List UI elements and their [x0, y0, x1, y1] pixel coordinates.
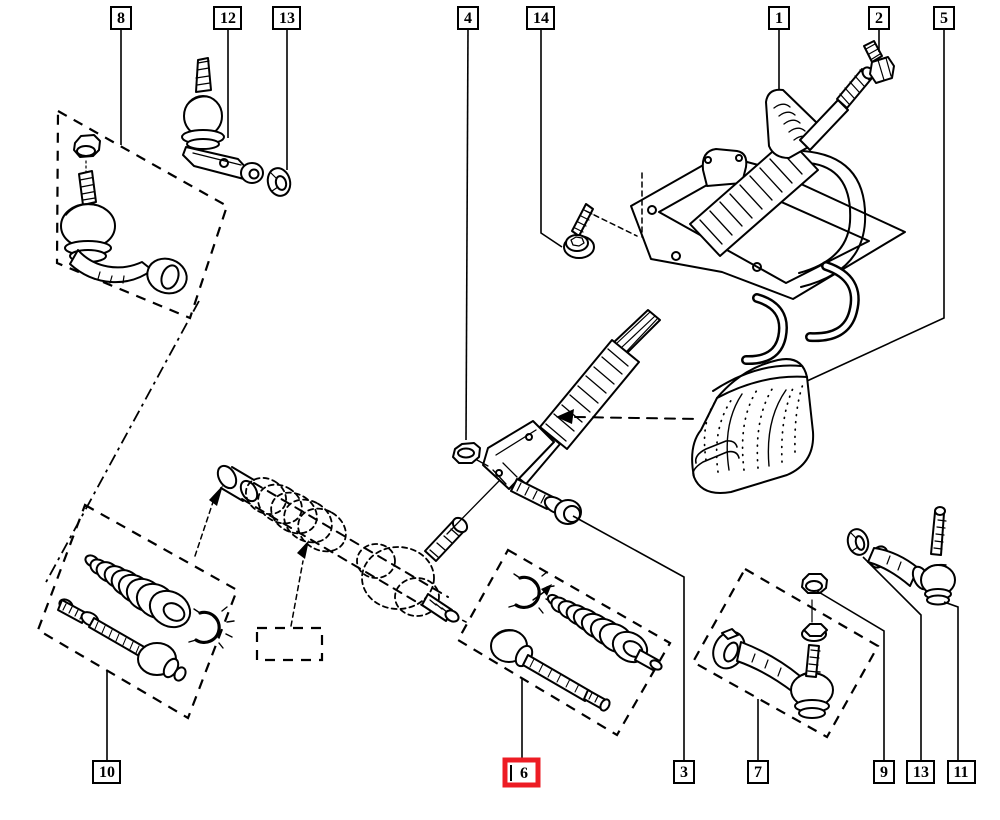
callout-4-label[interactable]: 4 [464, 10, 472, 27]
callout-2[interactable]: 2 [868, 6, 890, 30]
assembly-arrows [194, 409, 701, 627]
boot-kit-6 [490, 571, 663, 712]
leader-4 [465, 28, 469, 441]
callout-7[interactable]: 7 [747, 760, 769, 784]
rack-tube-line [253, 482, 449, 598]
callout-3[interactable]: 3 [673, 760, 695, 784]
callout-2-label[interactable]: 2 [875, 10, 883, 27]
callout-13-top-label[interactable]: 13 [279, 10, 295, 27]
callout-7-label[interactable]: 7 [754, 764, 762, 781]
callout-6-label[interactable]: 6 [520, 765, 528, 782]
leader-13b [862, 556, 922, 761]
washer-13-bottom [846, 528, 870, 556]
leader-lines [106, 28, 959, 761]
callout-14[interactable]: 14 [526, 6, 555, 30]
leader-14 [540, 29, 563, 248]
washer-13-top [266, 167, 292, 197]
lock-nut-9 [801, 573, 828, 594]
column-clamp-bracket [701, 148, 748, 187]
clip-10 [188, 606, 235, 649]
column-hook-brackets [741, 261, 860, 366]
steering-column-assembly [446, 66, 906, 535]
column-shell-outer [800, 150, 867, 288]
empty-callout-box [255, 626, 324, 662]
u-joint-yoke [482, 420, 555, 490]
kit-box-10 [36, 503, 239, 720]
callout-3-label[interactable]: 3 [680, 764, 688, 781]
boot-6 [546, 593, 663, 671]
screw-locating-dash [585, 210, 638, 237]
tie-rod-end-11 [867, 506, 956, 606]
flange-nut [801, 623, 828, 642]
kit-box-6 [456, 548, 672, 737]
callout-8-label[interactable]: 8 [117, 10, 125, 27]
group-connector-line [44, 300, 200, 585]
rack-right-spline [421, 593, 460, 623]
column-lower-sleeve [539, 339, 640, 450]
callout-1[interactable]: 1 [768, 6, 790, 30]
boot-kit-10 [57, 554, 235, 682]
boot-10 [84, 554, 192, 629]
tie-rod-end-7 [712, 573, 834, 719]
callout-13-bottom-label[interactable]: 13 [913, 764, 929, 781]
rack-pinion-housing-ghost [356, 543, 440, 617]
callout-11-label[interactable]: 11 [953, 764, 968, 781]
callouts: 8 12 13 4 14 1 2 5 [92, 6, 976, 788]
callout-1-label[interactable]: 1 [775, 10, 783, 27]
column-upper-tube [689, 137, 819, 257]
callout-9-label[interactable]: 9 [880, 764, 888, 781]
callout-5[interactable]: 5 [933, 6, 955, 30]
rack-tube-line [241, 498, 438, 615]
callout-5-label[interactable]: 5 [940, 10, 948, 27]
callout-4[interactable]: 4 [457, 6, 479, 30]
callout-6-highlighted[interactable]: 6 [502, 757, 541, 788]
callout-9[interactable]: 9 [873, 760, 895, 784]
leader-3 [572, 515, 685, 761]
callout-14-label[interactable]: 14 [533, 10, 549, 27]
kit6-connector-dash [437, 607, 471, 625]
yoke-to-rack-line [446, 480, 500, 535]
bolt-part2 [863, 40, 895, 84]
kit-box-7 [691, 567, 880, 739]
tie-rod-end-12 [181, 57, 264, 184]
grommet-boot [691, 358, 815, 494]
callout-8[interactable]: 8 [110, 6, 132, 30]
callout-11[interactable]: 11 [947, 760, 976, 784]
rack-input-spline [424, 516, 469, 562]
callout-10-label[interactable]: 10 [99, 764, 115, 781]
steering-rack-ghost [216, 464, 469, 623]
callout-12-label[interactable]: 12 [220, 10, 236, 27]
callout-13-top[interactable]: 13 [272, 6, 301, 30]
leader-5 [806, 29, 945, 382]
pinion-bolt [510, 478, 582, 525]
leader-9 [816, 590, 885, 761]
tie-rod-end-8 [60, 134, 188, 295]
inner-tie-rod-10 [57, 598, 187, 682]
inner-tie-rod-6 [490, 629, 611, 712]
callout-10[interactable]: 10 [92, 760, 121, 784]
clip-install-arrow [532, 584, 552, 601]
callout-13-bottom[interactable]: 13 [906, 760, 935, 784]
column-upper-shaft [799, 99, 849, 151]
rack-bellows-ghost [245, 477, 347, 553]
coupling-nut [452, 442, 489, 467]
callout-12[interactable]: 12 [213, 6, 242, 30]
leader-11 [943, 601, 959, 761]
boot-texture [703, 383, 804, 473]
